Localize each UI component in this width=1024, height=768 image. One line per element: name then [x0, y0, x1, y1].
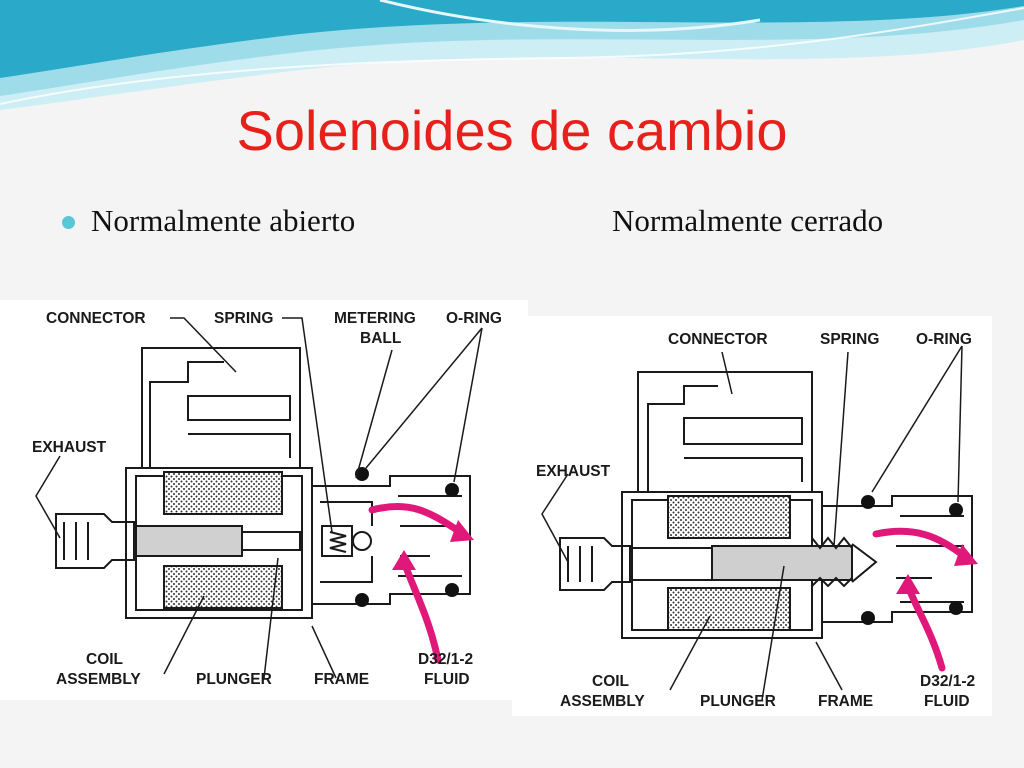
- label-plunger: PLUNGER: [196, 671, 272, 688]
- label-frame: FRAME: [818, 693, 873, 710]
- header-swoosh: [0, 0, 1024, 110]
- label-coil: COIL: [592, 673, 629, 690]
- label-connector: CONNECTOR: [46, 310, 146, 327]
- label-connector: CONNECTOR: [668, 331, 768, 348]
- label-plunger: PLUNGER: [700, 693, 776, 710]
- label-fluid: FLUID: [924, 693, 970, 710]
- label-frame: FRAME: [314, 671, 369, 688]
- label-coil: COIL: [86, 651, 123, 668]
- bullet-text-open: Normalmente abierto: [91, 203, 356, 238]
- label-fluid-code: D32/1-2: [920, 673, 975, 690]
- label-ball: BALL: [360, 330, 401, 347]
- label-o-ring: O-RING: [446, 310, 502, 327]
- label-metering: METERING: [334, 310, 416, 327]
- label-o-ring: O-RING: [916, 331, 972, 348]
- label-fluid-code: D32/1-2: [418, 651, 473, 668]
- bullet-dot-icon: [62, 215, 75, 229]
- label-assembly: ASSEMBLY: [560, 693, 645, 710]
- label-spring: SPRING: [214, 310, 273, 327]
- label-normally-closed: Normalmente cerrado: [612, 203, 884, 238]
- label-exhaust: EXHAUST: [536, 463, 611, 480]
- slide-title: Solenoides de cambio: [236, 99, 788, 162]
- diagram-normally-open: CONNECTOR SPRING METERING BALL O-RING EX…: [0, 300, 528, 700]
- label-fluid: FLUID: [424, 671, 470, 688]
- bullet-item: Normalmente abierto: [62, 196, 355, 246]
- label-exhaust: EXHAUST: [32, 439, 107, 456]
- label-spring: SPRING: [820, 331, 879, 348]
- diagram-normally-closed: CONNECTOR SPRING O-RING EXHAUST COIL ASS…: [512, 316, 992, 716]
- label-assembly: ASSEMBLY: [56, 671, 141, 688]
